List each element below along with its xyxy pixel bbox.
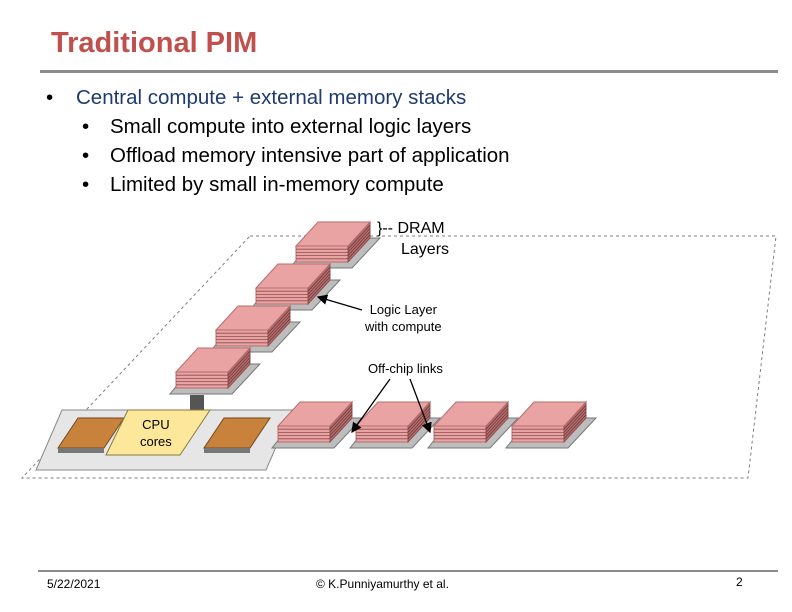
bullet-dot: • — [82, 144, 90, 167]
title-divider — [40, 70, 778, 73]
dram-label-line2: Layers — [401, 241, 450, 258]
board-plane — [20, 235, 777, 479]
memory-stack — [426, 400, 520, 449]
footer-divider — [38, 570, 778, 572]
memory-stack — [168, 346, 262, 395]
off-chip-links-label: Off-chip links — [368, 361, 443, 376]
off-chip-link — [190, 395, 204, 411]
bullet-dot: • — [82, 115, 90, 138]
memory-stack — [208, 304, 302, 353]
logic-arrow — [316, 294, 363, 311]
cpu-label-line1: CPU — [142, 417, 170, 432]
bullet-dot: • — [82, 173, 90, 196]
dram-layers-label: }-- DRAM Layers — [377, 218, 449, 260]
dram-brace: }-- — [377, 220, 393, 237]
sub-bullet-text: Limited by small in-memory compute — [110, 173, 444, 196]
cpu-label-line2: cores — [140, 434, 172, 449]
logic-layer-label: Logic Layer with compute — [365, 301, 442, 335]
sub-bullet-text: Small compute into external logic layers — [110, 115, 472, 138]
offchip-arrow — [409, 378, 432, 434]
logic-label-line1: Logic Layer — [369, 302, 437, 317]
memory-stack — [248, 262, 342, 311]
memory-stack — [288, 220, 382, 269]
slide-title: Traditional PIM — [51, 27, 258, 59]
footer-date: 5/22/2021 — [47, 577, 101, 591]
dram-label-line1: DRAM — [397, 220, 445, 237]
offchip-arrow — [351, 378, 391, 434]
cpu-label-box — [105, 409, 211, 456]
memory-stack — [504, 400, 598, 449]
logic-label-line2: with compute — [365, 319, 442, 334]
bullet-dot: • — [46, 86, 54, 109]
bullet-main-text: Central compute + external memory stacks — [76, 86, 467, 109]
cpu-board — [35, 409, 293, 471]
sub-bullet-text: Offload memory intensive part of applica… — [110, 144, 510, 167]
page-number: 2 — [736, 575, 743, 589]
memory-stack — [270, 400, 364, 449]
footer-copyright: © K.Punniyamurthy et al. — [316, 577, 449, 591]
cpu-cores-label: CPU cores — [140, 416, 172, 450]
memory-stack — [348, 400, 442, 449]
